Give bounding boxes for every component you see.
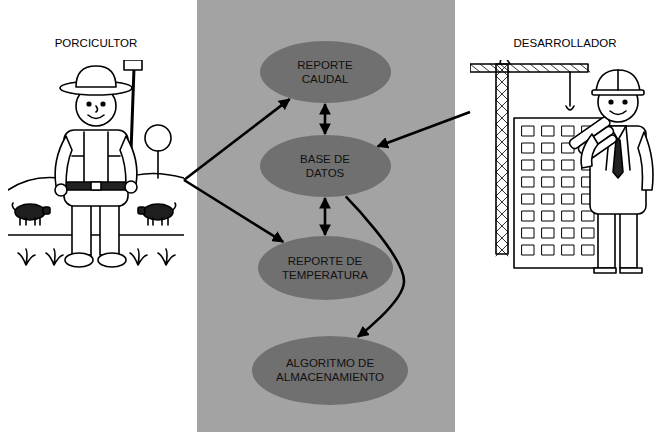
node-label: REPORTE CAUDAL [283,58,368,87]
farmer-illustration [8,60,184,276]
arrow-connector [324,198,327,235]
node-label: PORCICULTOR [8,36,184,50]
report-ellipse: REPORTE CAUDAL [260,41,391,103]
farmer-figure: PORCICULTOR [8,36,184,276]
node-label: REPORTE DE TEMPERATURA [281,254,370,283]
node-label: DESARROLLADOR [470,36,660,50]
arrow-connector [324,104,327,134]
arrow-connector [184,180,283,242]
algorithm-ellipse: ALGORITMO DE ALMACENAMIENTO [252,336,408,405]
database-ellipse: BASE DE DATOS [260,135,391,197]
gray-panel [197,0,455,432]
node-label: BASE DE DATOS [283,152,368,181]
arrow-connector [378,112,470,146]
drawing [470,60,653,273]
drawing [8,60,184,267]
report-ellipse: REPORTE DE TEMPERATURA [258,236,393,300]
node-label: ALGORITMO DE ALMACENAMIENTO [276,356,384,385]
builder-illustration [470,60,660,276]
developer-figure: DESARROLLADOR [470,36,660,276]
